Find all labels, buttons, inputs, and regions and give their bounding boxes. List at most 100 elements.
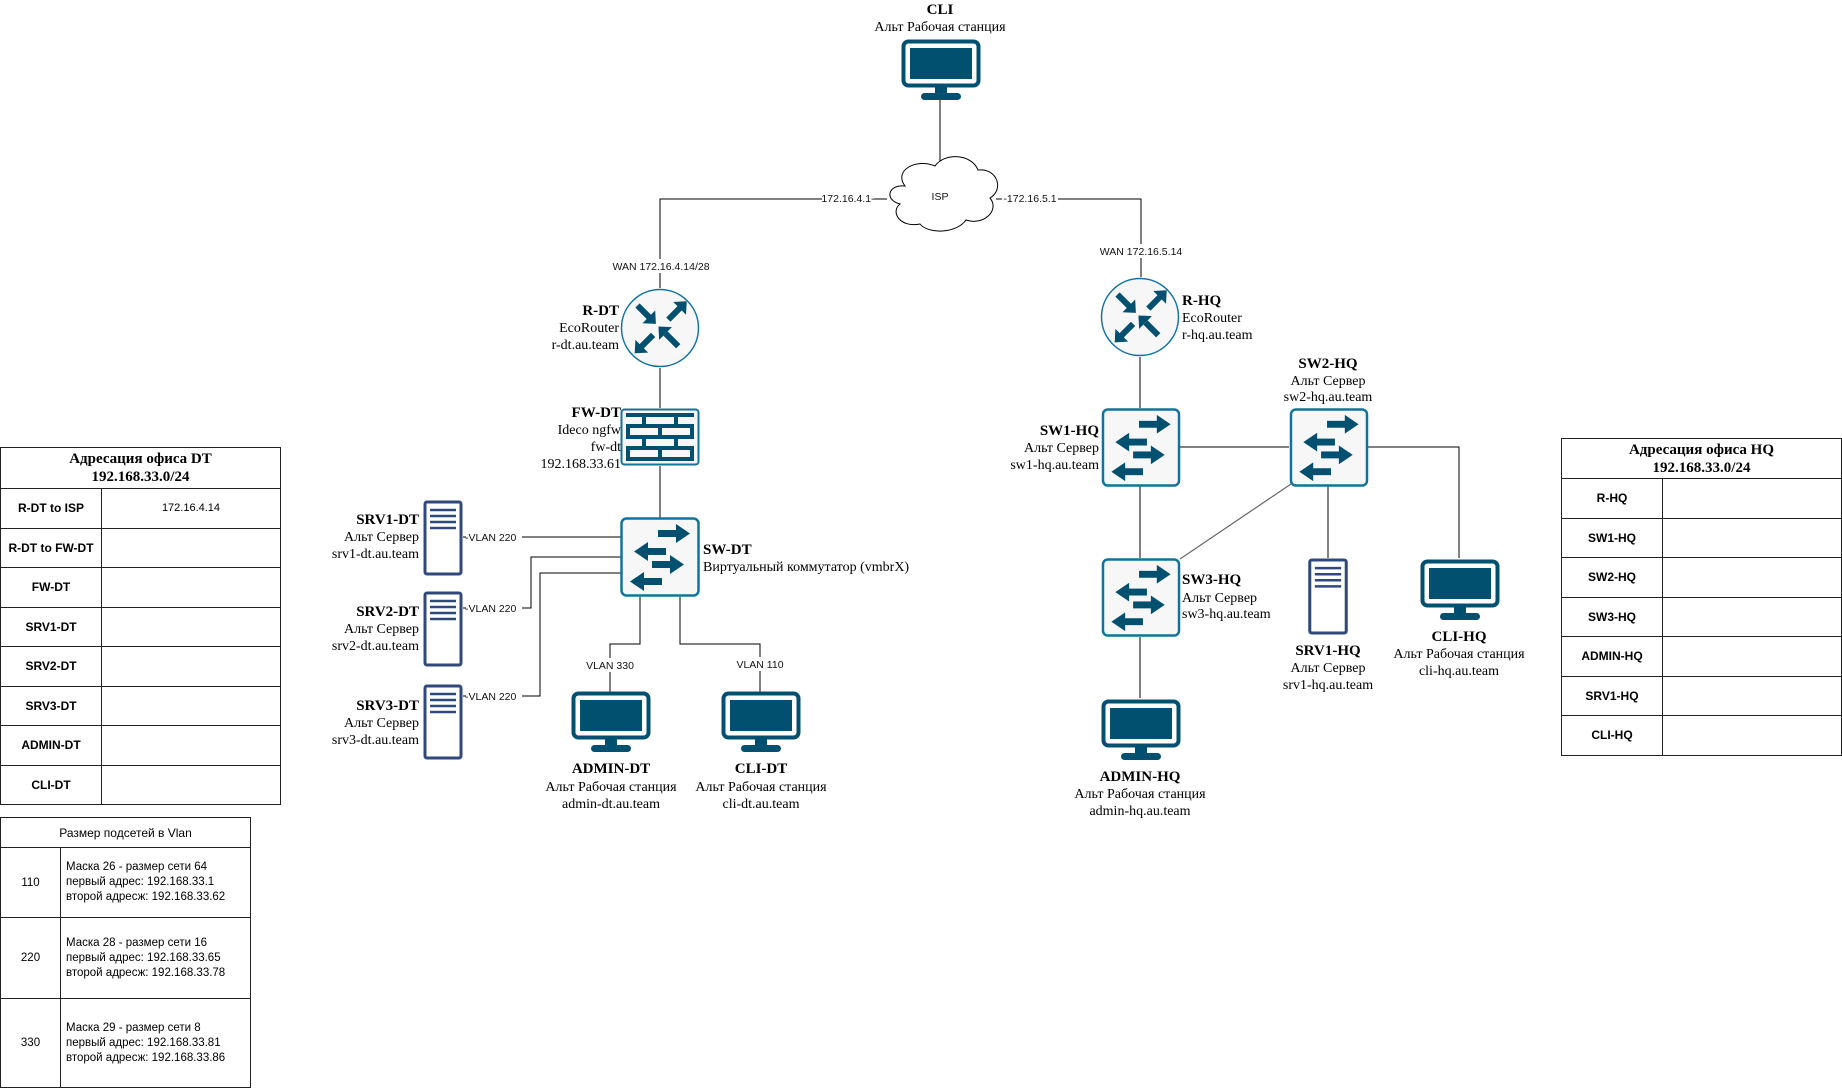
node-sw1-hq[interactable]: SW1-HQ Альт Сервер sw1-hq.au.team	[1010, 408, 1181, 487]
table-row: SRV3-DT	[0, 685, 281, 726]
server-icon	[423, 591, 463, 667]
sw2-hq-host: sw2-hq.au.team	[1284, 390, 1373, 405]
row-key: SW3-HQ	[1561, 596, 1663, 637]
fw-dt-type: Ideco ngfw	[558, 423, 622, 438]
row-value[interactable]	[1662, 596, 1842, 637]
row-key: ADMIN-HQ	[1561, 636, 1663, 677]
link-label-clidt-vlan: VLAN 110	[736, 659, 783, 671]
node-sw-dt[interactable]: SW-DT Виртуальный коммутатор (vmbrX)	[620, 517, 910, 597]
row-value[interactable]	[1662, 517, 1842, 558]
node-sw2-hq[interactable]: SW2-HQ Альт Сервер sw2-hq.au.team	[1284, 356, 1373, 487]
workstation-icon	[901, 39, 981, 101]
srv1-hq-type: Альт Сервер	[1290, 661, 1365, 676]
hq-table-subnet: 192.168.33.0/24	[1652, 459, 1751, 476]
row-key: CLI-DT	[0, 764, 102, 805]
node-fw-dt[interactable]: FW-DT Ideco ngfw fw-dt 192.168.33.61	[541, 405, 700, 472]
sw-dt-name: SW-DT	[703, 542, 752, 558]
vlan-mask: Маска 26 - размер сети 64	[66, 861, 208, 873]
node-r-hq[interactable]: R-HQ EcoRouter r-hq.au.team	[1100, 277, 1253, 357]
workstation-icon	[1423, 562, 1498, 621]
srv2-dt-host: srv2-dt.au.team	[332, 639, 419, 654]
table-row: SW1-HQ	[1561, 517, 1842, 558]
switch-icon	[1101, 408, 1181, 487]
cloud-icon	[889, 156, 999, 232]
link-sw2hq-sw3hq	[1179, 483, 1292, 560]
row-value[interactable]	[101, 725, 281, 766]
node-cli-dt[interactable]: CLI-DT Альт Рабочая станция cli-dt.au.te…	[695, 691, 827, 813]
table-row: CLI-DT	[0, 764, 281, 805]
row-value[interactable]	[1662, 636, 1842, 677]
node-admin-dt[interactable]: ADMIN-DT Альт Рабочая станция admin-dt.a…	[545, 691, 677, 813]
admin-dt-name: ADMIN-DT	[572, 761, 650, 777]
switch-icon	[1289, 408, 1369, 487]
row-value[interactable]	[1662, 557, 1842, 598]
row-value[interactable]	[101, 685, 281, 726]
link-label-admindt-vlan: VLAN 330	[586, 660, 634, 672]
vlan-id: 110	[0, 847, 61, 918]
node-srv3-dt[interactable]: SRV3-DT Альт Сервер srv3-dt.au.team	[332, 684, 463, 760]
row-key: R-DT to FW-DT	[0, 527, 102, 568]
router-icon	[620, 288, 700, 368]
row-value[interactable]	[101, 646, 281, 687]
link-label-srv2dt-vlan: -VLAN 220	[465, 603, 517, 615]
table-row: FW-DT	[0, 567, 281, 608]
node-r-dt[interactable]: R-DT EcoRouter r-dt.au.team	[552, 288, 700, 368]
hq-table-title: Адресация офиса HQ	[1628, 441, 1775, 458]
table-row: 110 Маска 26 - размер сети 64 первый адрес…	[0, 847, 251, 918]
node-cli[interactable]: CLI Альт Рабочая станция	[874, 2, 1006, 101]
cli-type: Альт Рабочая станция	[874, 20, 1006, 35]
node-srv1-dt[interactable]: SRV1-DT Альт Сервер srv1-dt.au.team	[332, 500, 463, 576]
cli-hq-host: cli-hq.au.team	[1419, 664, 1499, 679]
row-value[interactable]: 172.16.4.14	[101, 488, 281, 529]
sw2-hq-name: SW2-HQ	[1298, 356, 1358, 372]
row-value[interactable]	[101, 764, 281, 805]
row-key: SW1-HQ	[1561, 517, 1663, 558]
link-srv2dt-swdt	[463, 556, 621, 609]
table-row: SW3-HQ	[1561, 596, 1842, 637]
row-key: ADMIN-DT	[0, 725, 102, 766]
link-sw2hq-clihq	[1368, 446, 1460, 558]
r-hq-type: EcoRouter	[1182, 311, 1242, 326]
row-value[interactable]	[101, 527, 281, 568]
vlan-id: 330	[0, 998, 61, 1088]
vlan-first: первый адрес: 192.168.33.1	[66, 876, 215, 888]
link-label-srv1dt-vlan: -VLAN 220	[465, 532, 517, 544]
node-srv1-hq[interactable]: SRV1-HQ Альт Сервер srv1-hq.au.team	[1283, 558, 1373, 693]
dt-table-title: Адресация офиса DT	[69, 451, 212, 467]
row-value[interactable]	[1662, 715, 1842, 756]
sw3-hq-type: Альт Сервер	[1182, 591, 1257, 606]
link-label-wan-hq: WAN 172.16.5.14	[1100, 246, 1183, 258]
isp-cloud[interactable]: ISP	[889, 156, 999, 232]
row-value[interactable]	[1662, 478, 1842, 519]
switch-icon	[620, 517, 700, 597]
link-label-isp-dt: 172.16.4.1-	[821, 193, 875, 205]
r-dt-type: EcoRouter	[559, 321, 619, 336]
node-srv2-dt[interactable]: SRV2-DT Альт Сервер srv2-dt.au.team	[332, 591, 463, 667]
link-swdt-clidt	[679, 597, 761, 692]
cli-name: CLI	[927, 2, 954, 18]
srv3-dt-name: SRV3-DT	[356, 698, 419, 714]
link-label-isp-hq: -172.16.5.1	[1003, 193, 1056, 205]
node-admin-hq[interactable]: ADMIN-HQ Альт Рабочая станция admin-hq.a…	[1074, 702, 1206, 820]
cli-dt-type: Альт Рабочая станция	[695, 780, 827, 795]
sw3-hq-name: SW3-HQ	[1182, 572, 1242, 588]
vlan-second: второй адресж: 192.168.33.78	[66, 966, 226, 979]
r-dt-name: R-DT	[582, 303, 619, 319]
row-key: SRV1-HQ	[1561, 675, 1663, 716]
srv2-dt-type: Альт Сервер	[344, 622, 419, 637]
node-sw3-hq[interactable]: SW3-HQ Альт Сервер sw3-hq.au.team	[1101, 558, 1271, 637]
row-value[interactable]	[1662, 675, 1842, 716]
node-cli-hq[interactable]: CLI-HQ Альт Рабочая станция cli-hq.au.te…	[1393, 562, 1525, 680]
srv1-dt-name: SRV1-DT	[356, 512, 419, 528]
row-value[interactable]	[101, 567, 281, 608]
row-key: SW2-HQ	[1561, 557, 1663, 598]
table-row: SRV2-DT	[0, 646, 281, 687]
srv1-dt-type: Альт Сервер	[344, 530, 419, 545]
row-value[interactable]	[101, 606, 281, 647]
